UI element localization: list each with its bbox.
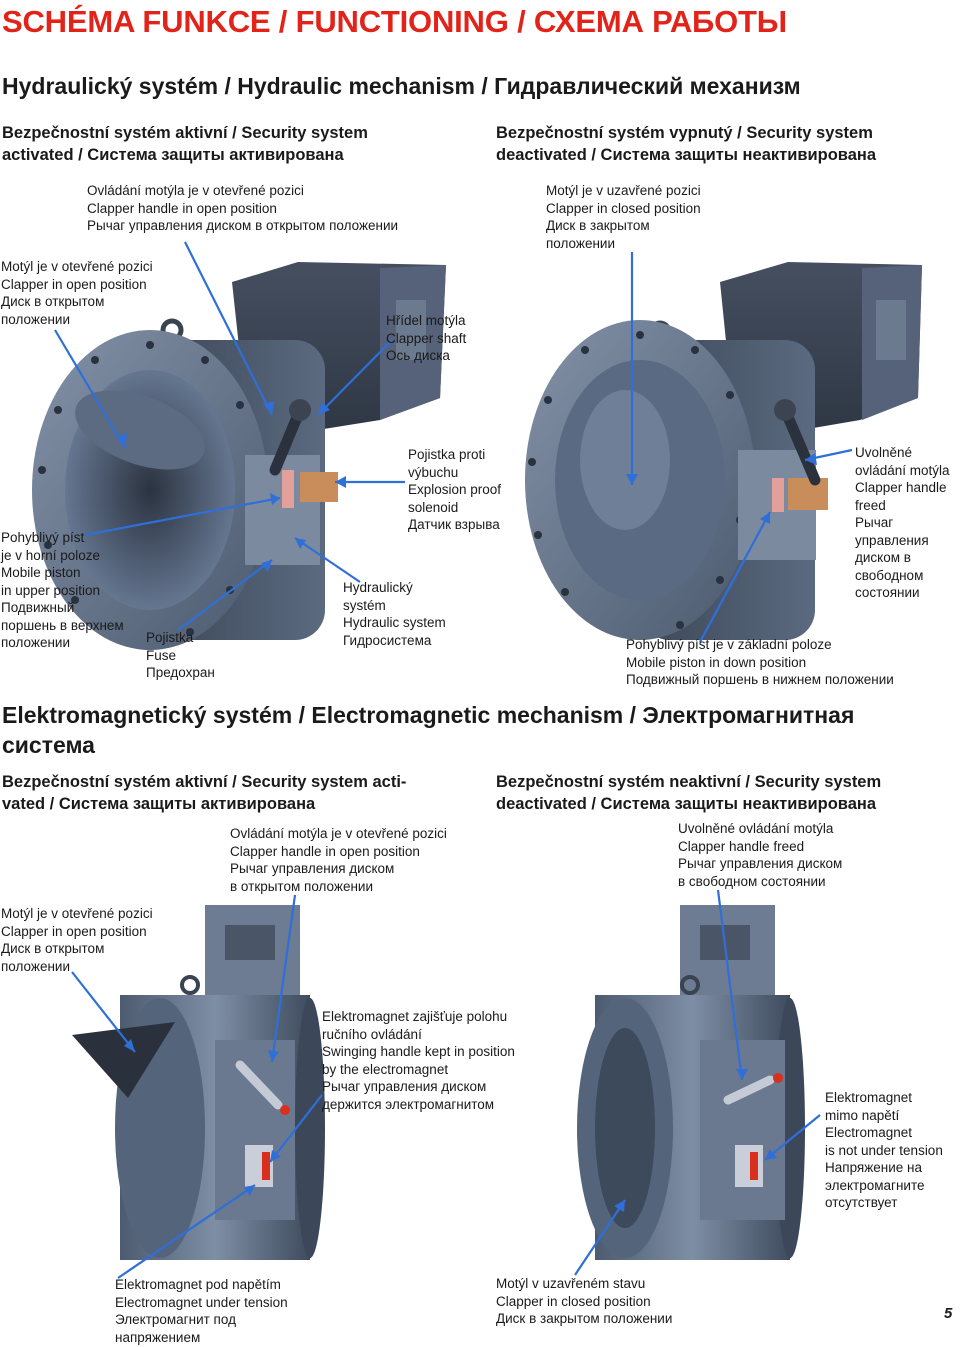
- electromagnetic-right-subheading: Bezpečnostní systém neaktivní / Security…: [496, 773, 882, 813]
- arrow-swinging: [269, 1094, 323, 1163]
- arrow-em-handle-freed: [716, 889, 748, 1081]
- arrow-piston-down: [699, 511, 771, 643]
- hydraulic-heading: Hydraulický systém / Hydraulic mechanism…: [2, 73, 801, 99]
- lifting-eye: [680, 975, 700, 995]
- label-fuse: Pojistka Fuse Предохран: [146, 630, 215, 680]
- clapper-shaft: [289, 399, 311, 421]
- clapper-disc-open: [75, 390, 205, 470]
- electromagnetic-valve-closed-illustration: [577, 905, 805, 1260]
- label-clapper-closed: Motýl je v uzavřené pozici Clapper in cl…: [546, 183, 701, 251]
- handle-knob: [280, 1105, 290, 1115]
- mechanism-plate: [215, 1040, 295, 1220]
- arrow-clapper-open: [54, 329, 127, 449]
- label-handle-freed: Uvolněné ovládání motýla Clapper handle …: [855, 445, 950, 600]
- clapper-handle: [779, 404, 821, 486]
- electromagnet: [735, 1145, 763, 1187]
- label-piston-down: Pohyblivý píst je v základní poloze Mobi…: [626, 637, 894, 687]
- electromagnet-coil: [262, 1152, 270, 1180]
- label-em-clapper-closed: Motýl v uzavřeném stavu Clapper in close…: [496, 1276, 673, 1326]
- vent-grille: [876, 300, 906, 360]
- lifting-eye: [180, 975, 200, 995]
- hydraulic-right-subheading: Bezpečnostní systém vypnutý / Security s…: [496, 124, 877, 164]
- arrow-not-under-tension: [764, 1114, 821, 1161]
- arrow-under-tension: [117, 1184, 256, 1279]
- electromagnetic-valve-open-illustration: [72, 905, 325, 1260]
- clapper-shaft: [774, 399, 796, 421]
- hydraulic-valve-closed-illustration: [525, 262, 922, 640]
- label-not-under-tension: Elektromagnet mimo napětí Electromagnet …: [825, 1090, 943, 1210]
- bore-ring: [595, 1028, 655, 1228]
- electromagnetic-heading: Elektromagnetický systém / Electromagnet…: [2, 702, 855, 758]
- clapper-disc-open: [72, 1022, 175, 1098]
- arrow-em-handle-open: [268, 894, 297, 1063]
- mechanism-plate: [700, 1040, 785, 1220]
- page-title: SCHÉMA FUNKCE / FUNCTIONING / СХЕМА РАБО…: [2, 4, 787, 39]
- handle-knob: [773, 1073, 783, 1083]
- explosion-proof-solenoid: [788, 478, 828, 510]
- arrow-handle-freed: [804, 448, 853, 465]
- arrow-shaft: [317, 339, 393, 416]
- label-under-tension: Elektromagnet pod napětím Electromagnet …: [115, 1277, 288, 1345]
- vent-grille: [225, 925, 275, 960]
- arrow-clapper-closed: [626, 252, 638, 485]
- arrow-handle-open: [184, 241, 274, 416]
- arrow-em-clapper-open: [71, 971, 136, 1053]
- arrow-fuse: [177, 559, 273, 631]
- label-clapper-open: Motýl je v otevřené pozici Clapper in op…: [1, 259, 153, 327]
- swinging-handle-freed: [723, 1075, 775, 1105]
- page-number: 5: [944, 1305, 953, 1322]
- label-handle-open: Ovládání motýla je v otevřené pozici Cla…: [87, 183, 399, 233]
- electromagnetic-left-subheading: Bezpečnostní systém aktivní / Security s…: [2, 773, 407, 813]
- hydraulic-left-subheading: Bezpečnostní systém aktivní / Security s…: [2, 124, 368, 164]
- label-piston-upper: Pohyblivý píst je v horní poloze Mobile …: [1, 530, 124, 650]
- piston-cylinder: [772, 478, 784, 512]
- hydraulic-valve-open-illustration: [32, 262, 446, 650]
- label-clapper-shaft: Hřídel motýla Clapper shaft Ось диска: [386, 313, 467, 363]
- arrow-hydraulic-system: [294, 537, 361, 583]
- swinging-handle: [235, 1060, 283, 1110]
- label-explosion-proof-solenoid: Pojistka proti výbuchu Explosion proof s…: [408, 447, 502, 532]
- electromagnet-coil: [750, 1152, 758, 1180]
- arrow-em-clapper-closed: [574, 1199, 626, 1276]
- arrow-solenoid: [335, 476, 405, 488]
- piston-cylinder: [282, 470, 294, 508]
- label-em-handle-open: Ovládání motýla je v otevřené pozici Cla…: [230, 826, 447, 894]
- label-em-clapper-open: Motýl je v otevřené pozici Clapper in op…: [1, 906, 153, 974]
- label-swinging-handle: Elektromagnet zajišťuje polohu ručního o…: [322, 1009, 515, 1112]
- disc-highlight: [580, 390, 670, 530]
- arrow-piston-upper: [84, 493, 281, 537]
- label-em-handle-freed: Uvolněné ovládání motýla Clapper handle …: [678, 821, 843, 889]
- flange-back: [295, 998, 325, 1258]
- explosion-proof-solenoid: [300, 472, 338, 502]
- label-hydraulic-system: Hydraulický systém Hydraulic system Гидр…: [343, 580, 446, 648]
- vent-grille: [396, 300, 426, 360]
- leader-arrows: [54, 241, 853, 1279]
